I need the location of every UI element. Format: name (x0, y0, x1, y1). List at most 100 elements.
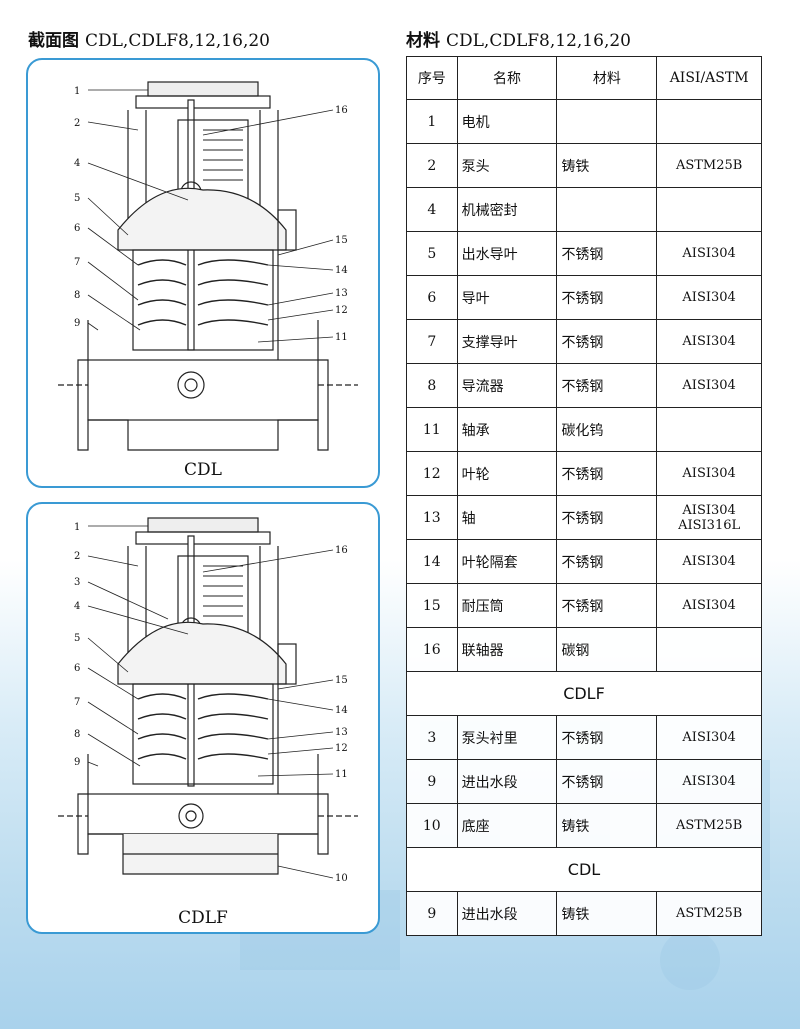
cell-number: 12 (406, 451, 458, 496)
cdlf-cross-section-drawing: 1 2 3 4 5 6 7 8 9 16 15 14 13 12 11 10 (58, 517, 358, 884)
cell-number: 5 (406, 231, 458, 276)
cell-number: 14 (406, 539, 458, 584)
cdl-cross-section-drawing: 1 2 4 5 6 7 8 9 16 15 14 13 12 11 (58, 81, 358, 451)
callout-label: 15 (335, 675, 348, 686)
callout-label: 15 (335, 235, 348, 246)
callout-label: 5 (74, 193, 80, 204)
callout-label: 8 (74, 290, 80, 301)
callout-label: 9 (74, 757, 80, 768)
cell-material: 不锈钢 (556, 583, 658, 628)
cell-material: 不锈钢 (556, 231, 658, 276)
header-standard: AISI/ASTM (656, 56, 762, 100)
standard-line: AISI304 (682, 502, 736, 518)
cell-number: 13 (406, 495, 458, 540)
cell-number: 7 (406, 319, 458, 364)
standard-line: AISI304 (682, 554, 736, 569)
diagram-panel-cdlf: 1 2 3 4 5 6 7 8 9 16 15 14 13 12 11 10 C… (26, 502, 380, 934)
cell-number: 4 (406, 187, 458, 232)
cell-material: 不锈钢 (556, 275, 658, 320)
cell-standard: ASTM25B (656, 891, 762, 936)
callout-label: 11 (335, 332, 348, 343)
cell-name: 叶轮隔套 (456, 539, 558, 584)
cell-name: 机械密封 (456, 187, 558, 232)
callout-label: 2 (74, 118, 80, 129)
table-section-cdlf: CDLF (406, 671, 762, 716)
cell-name: 联轴器 (456, 627, 558, 672)
callout-label: 3 (74, 577, 80, 588)
cell-material: 不锈钢 (556, 319, 658, 364)
standard-line: AISI304 (682, 730, 736, 745)
callout-label: 6 (74, 223, 80, 234)
cell-number: 16 (406, 627, 458, 672)
cell-number: 3 (406, 715, 458, 760)
header-material: 材料 (556, 56, 658, 100)
cell-number: 8 (406, 363, 458, 408)
callout-label: 16 (335, 105, 348, 116)
cell-standard: ASTM25B (656, 143, 762, 188)
callout-label: 10 (335, 873, 348, 884)
callout-label: 2 (74, 551, 80, 562)
callout-label: 14 (335, 265, 348, 276)
cell-number: 1 (406, 99, 458, 144)
cell-name: 泵头衬里 (456, 715, 558, 760)
cell-material: 不锈钢 (556, 715, 658, 760)
cell-standard: AISI304 (656, 715, 762, 760)
cell-name: 导流器 (456, 363, 558, 408)
callout-label: 16 (335, 545, 348, 556)
callout-label: 13 (335, 727, 348, 738)
cell-material: 不锈钢 (556, 539, 658, 584)
standard-line: AISI304 (682, 334, 736, 349)
standard-line: AISI304 (682, 290, 736, 305)
callout-label: 8 (74, 729, 80, 740)
standard-line: AISI304 (682, 378, 736, 393)
cell-number: 15 (406, 583, 458, 628)
cell-material: 碳化钨 (556, 407, 658, 452)
cell-standard: AISI304 (656, 451, 762, 496)
callout-label: 5 (74, 633, 80, 644)
table-section-cdl: CDL (406, 847, 762, 892)
cell-name: 耐压筒 (456, 583, 558, 628)
cell-material: 碳钢 (556, 627, 658, 672)
callout-label: 7 (74, 697, 80, 708)
cell-name: 泵头 (456, 143, 558, 188)
callout-label: 12 (335, 305, 348, 316)
standard-line: ASTM25B (675, 158, 743, 173)
standard-line: AISI304 (682, 466, 736, 481)
cell-material (556, 187, 658, 232)
cell-number: 6 (406, 275, 458, 320)
cell-material: 铸铁 (556, 143, 658, 188)
callout-label: 4 (74, 158, 80, 169)
cell-number: 11 (406, 407, 458, 452)
standard-line: ASTM25B (675, 818, 743, 833)
cell-number: 9 (406, 891, 458, 936)
table-header-row: 序号 名称 材料 AISI/ASTM (406, 56, 762, 100)
cell-name: 出水导叶 (456, 231, 558, 276)
cell-standard (656, 187, 762, 232)
standard-line: ASTM25B (675, 906, 743, 921)
cell-name: 进出水段 (456, 759, 558, 804)
cell-number: 2 (406, 143, 458, 188)
cell-number: 10 (406, 803, 458, 848)
cell-standard (656, 99, 762, 144)
cell-name: 底座 (456, 803, 558, 848)
cell-material: 不锈钢 (556, 451, 658, 496)
standard-line-2: AISI316L (678, 517, 741, 533)
cell-standard: AISI304 (656, 583, 762, 628)
callout-label: 11 (335, 769, 348, 780)
